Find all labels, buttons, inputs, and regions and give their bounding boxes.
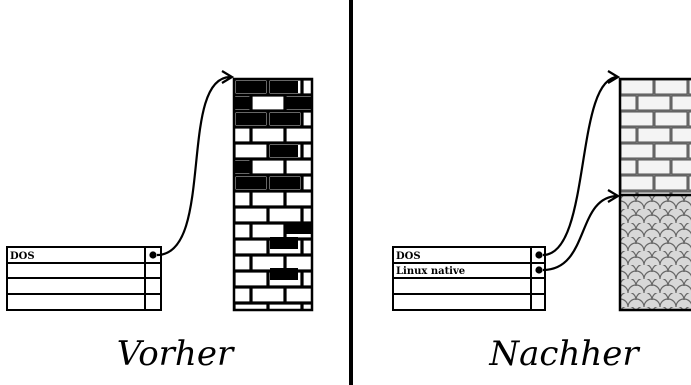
caption-before: Vorher	[117, 334, 235, 374]
used-blocks	[234, 81, 312, 280]
partition-table-before: DOS	[6, 246, 162, 311]
before-panel: DOS Vorher	[6, 70, 314, 374]
partition-table-after: DOS Linux native	[392, 246, 546, 311]
table-row-label: DOS	[396, 251, 421, 262]
pointer-arrow	[542, 70, 621, 257]
after-panel: DOS Linux native Nachher	[392, 70, 691, 374]
disk-after	[618, 77, 691, 312]
pointer-arrow	[542, 189, 621, 272]
disk-before	[232, 77, 314, 312]
pointer-arrow	[156, 70, 235, 257]
table-row-label: DOS	[10, 251, 35, 262]
caption-after: Nachher	[488, 334, 640, 374]
table-row-label: Linux native	[396, 266, 465, 277]
